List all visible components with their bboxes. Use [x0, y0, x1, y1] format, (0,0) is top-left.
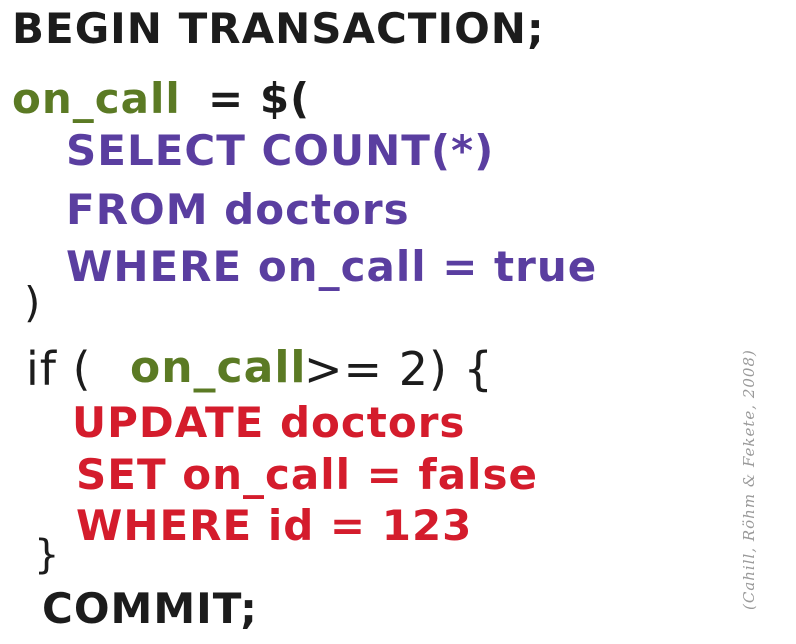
from-clause: FROM doctors [66, 185, 410, 234]
update-clause: UPDATE doctors [72, 398, 466, 447]
select-clause: SELECT COUNT(*) [66, 126, 495, 175]
where-oncall-clause: WHERE on_call = true [66, 242, 598, 291]
closing-brace: } [34, 532, 61, 578]
assignment-operator: = $( [208, 74, 311, 123]
where-id-clause: WHERE id = 123 [76, 501, 473, 550]
citation-note: (Cahill, Röhm & Fekete, 2008) [740, 349, 758, 610]
if-oncall-variable: on_call [130, 342, 307, 393]
oncall-variable: on_call [12, 74, 181, 123]
if-condition-rest: >= 2) { [304, 342, 494, 396]
if-keyword: if ( [26, 342, 92, 396]
begin-transaction-line: BEGIN TRANSACTION; [12, 4, 545, 53]
closing-paren: ) [24, 278, 42, 327]
set-clause: SET on_call = false [76, 450, 538, 499]
commit-line: COMMIT; [42, 584, 258, 633]
